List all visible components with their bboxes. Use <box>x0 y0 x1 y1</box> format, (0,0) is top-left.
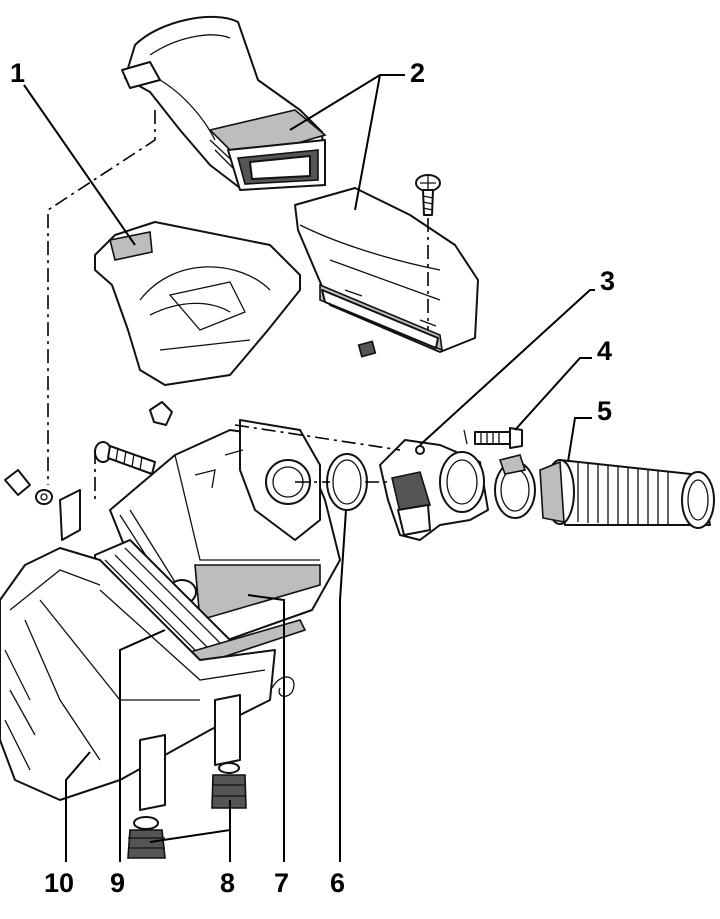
intake-duct <box>121 15 327 191</box>
callout-labels: 1 2 3 4 5 6 7 8 9 10 <box>10 58 615 898</box>
callout-8: 8 <box>220 868 235 898</box>
air-guide-screw <box>415 174 441 216</box>
air-mass-meter <box>379 439 489 541</box>
callout-1: 1 <box>10 58 25 88</box>
cover-plate <box>94 221 301 426</box>
hex-bolt <box>463 427 523 449</box>
rubber-mount-left <box>127 816 166 859</box>
callout-7: 7 <box>274 868 289 898</box>
lower-housing <box>0 489 276 811</box>
leader-lines <box>23 74 595 862</box>
rubber-mount-right <box>211 762 247 809</box>
hose-clamp <box>494 454 536 519</box>
intake-hose <box>539 459 715 529</box>
o-ring-seal <box>326 453 368 511</box>
callout-3: 3 <box>600 266 615 296</box>
callout-9: 9 <box>110 868 125 898</box>
air-guide <box>294 187 479 358</box>
callout-2: 2 <box>410 58 425 88</box>
assembly-lines <box>47 110 429 500</box>
callout-10: 10 <box>44 868 74 898</box>
callout-5: 5 <box>597 396 612 426</box>
side-bolt <box>94 441 156 475</box>
side-pin <box>4 469 53 505</box>
callout-6: 6 <box>330 868 345 898</box>
callout-4: 4 <box>597 336 612 366</box>
retaining-clip <box>271 676 295 698</box>
